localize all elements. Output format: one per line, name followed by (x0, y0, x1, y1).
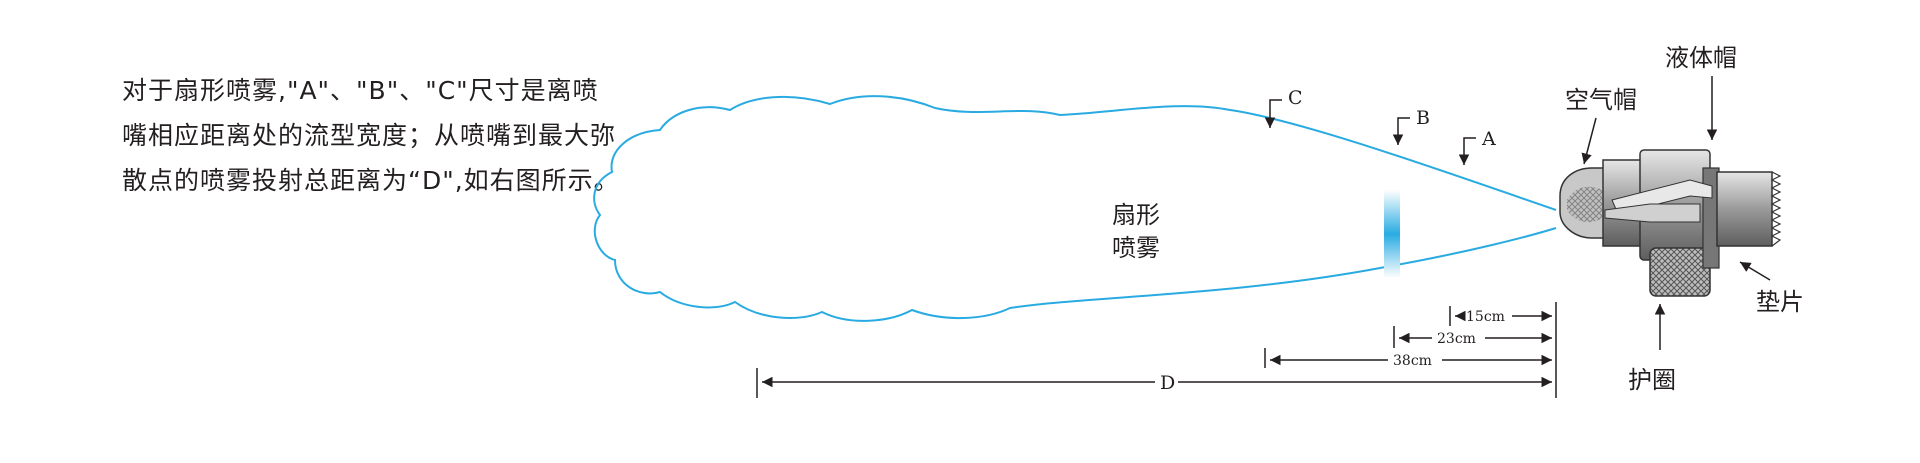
spray-pattern-outline (593, 95, 1557, 322)
dimension-38cm-label: 38cm (1393, 353, 1432, 369)
dimension-15cm: 15cm (1455, 309, 1552, 325)
dimension-d-label: D (1160, 372, 1175, 394)
spray-density-band (1384, 190, 1400, 278)
marker-b-label: B (1416, 107, 1430, 129)
dimension-23cm: 23cm (1399, 331, 1552, 347)
marker-a-label: A (1481, 128, 1496, 150)
marker-b: B (1392, 107, 1430, 145)
spray-label-line1: 扇形 (1112, 201, 1160, 229)
fluid-cap-label: 液体帽 (1665, 44, 1737, 72)
dimension-15cm-label: 15cm (1466, 309, 1505, 325)
nozzle-assembly (1559, 149, 1782, 297)
air-cap-label: 空气帽 (1565, 86, 1637, 114)
retaining-ring (1649, 247, 1711, 297)
marker-c: C (1264, 87, 1303, 128)
dimension-38cm: 38cm (1270, 353, 1552, 369)
dimension-d: D (762, 372, 1552, 394)
dimension-23cm-label: 23cm (1437, 331, 1476, 347)
description-text: 对于扇形喷雾,"A"、"B"、"C"尺寸是离喷嘴相应距离处的流型宽度；从喷嘴到最… (122, 76, 620, 195)
marker-a: A (1458, 128, 1496, 165)
gasket-label: 垫片 (1756, 288, 1804, 316)
spray-label-line2: 喷雾 (1112, 234, 1160, 262)
marker-c-label: C (1288, 87, 1303, 109)
retaining-ring-label: 护圈 (1628, 366, 1676, 394)
